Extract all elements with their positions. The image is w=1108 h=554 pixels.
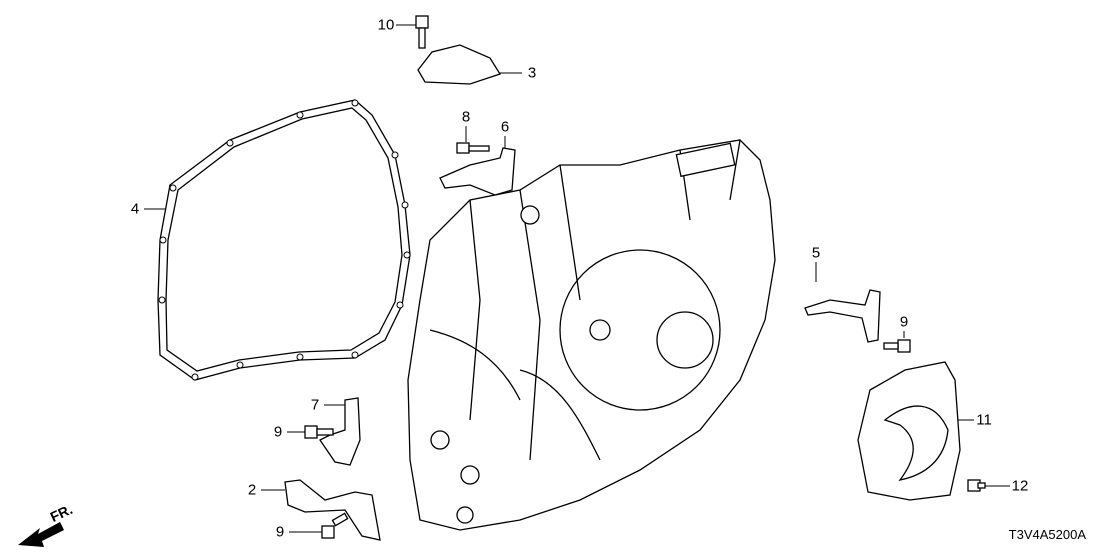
callout-7: 7: [310, 396, 320, 414]
bolt-part-9-bottom: [321, 512, 349, 539]
callout-6: 6: [500, 118, 510, 136]
callout-12: 12: [1011, 477, 1029, 495]
callout-3: 3: [527, 64, 537, 82]
bolt-part-12: [967, 479, 986, 492]
callout-5: 5: [811, 244, 821, 262]
bracket-part-5: [804, 289, 881, 343]
callout-11: 11: [976, 411, 992, 429]
gasket-holes: [158, 99, 411, 381]
callout-9-middle: 9: [273, 423, 283, 441]
cover-part-3: [417, 44, 501, 85]
gasket-part-4: [157, 99, 411, 381]
bracket-part-6: [439, 147, 516, 196]
front-arrow-icon: [18, 522, 64, 547]
callout-2: 2: [247, 481, 257, 499]
callout-4: 4: [130, 200, 140, 218]
leader-lines: [144, 24, 1010, 533]
bolt-part-8: [456, 142, 490, 154]
diagram-code: T3V4A5200A: [1008, 527, 1086, 542]
bolt-part-9-right: [883, 339, 911, 353]
bolt-part-10: [415, 15, 429, 49]
bolt-part-9-middle: [304, 425, 334, 439]
callout-8: 8: [461, 108, 471, 126]
transmission-case: [407, 139, 776, 531]
bracket-part-7: [319, 397, 361, 466]
callout-10: 10: [377, 16, 395, 34]
callout-9-right: 9: [899, 313, 909, 331]
bracket-part-2: [284, 479, 381, 541]
callout-9-bottom: 9: [275, 523, 285, 541]
heat-shield-part-11: [857, 361, 961, 501]
